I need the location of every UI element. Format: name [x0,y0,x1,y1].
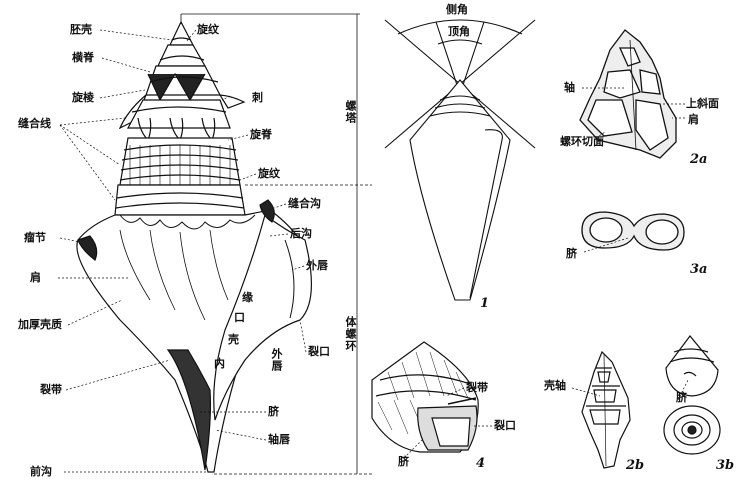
figure-3a-section [581,211,685,251]
figure-2b-shell [581,350,631,469]
label-outer-lip-upper: 外唇 [306,259,328,272]
label-axis: 轴 [564,81,575,94]
label-fasciole: 裂带 [40,383,62,396]
figure-4-shell [371,341,479,453]
label-upper-slope: 上斜面 [686,97,719,110]
label-posterior-canal: 后沟 [290,227,312,240]
label-transverse-ridge: 横脊 [72,51,94,64]
label-spire: 螺塔 [344,100,357,124]
label-spine: 刺 [252,91,263,104]
label-aperture-inner: 内 [214,357,225,370]
label-slit-4: 裂口 [494,419,516,432]
label-suture: 缝合线 [18,117,51,130]
main-shell [76,20,312,473]
figure-2b-leader [571,387,601,397]
leader-lines [58,29,307,473]
label-shoulder: 肩 [30,271,41,284]
label-umbilicus-3b: 脐 [676,391,687,404]
label-lateral-angle: 侧角 [446,3,468,16]
label-embryonic-shell: 胚壳 [70,23,92,36]
label-inner-lip: 轴唇 [268,433,290,446]
label-whorl-section: 螺环切面 [560,135,604,148]
figure-number-3a: 3a [690,262,708,277]
figure-number-1: 1 [480,296,490,311]
figure-4-leaders [403,387,492,459]
dimension-lines [180,13,372,475]
label-aperture-mouth: 口 [234,311,245,324]
label-siphonal-canal: 前沟 [30,465,52,478]
label-aperture-edge: 缘 [242,291,253,304]
label-suture-canal: 缝合沟 [288,197,321,210]
figure-2a-section [579,29,677,159]
figure-1-cone [384,19,536,301]
figure-3b-shells [663,335,721,455]
label-shell-shoulder: 肩 [688,113,699,126]
label-nodule: 瘤节 [24,231,46,244]
label-outer-lip-lower: 外唇 [270,348,283,372]
label-umbilicus-3a: 脐 [566,247,577,260]
label-columella: 壳轴 [544,379,566,392]
figure-number-3b: 3b [716,458,735,473]
label-aperture-shell: 壳 [228,333,239,346]
label-body-whorl: 体螺环 [344,316,357,352]
label-umbilicus-1: 脐 [268,405,279,418]
figure-number-2a: 2a [690,152,708,167]
label-spiral-ridge-low: 旋纹 [258,167,280,180]
figure-2a-leaders [582,87,685,139]
label-slit: 裂口 [308,345,330,358]
figure-number-2b: 2b [626,458,645,473]
label-apical-angle: 顶角 [448,25,470,38]
label-spiral-ridge-top: 旋纹 [197,23,219,36]
label-thickened-shell: 加厚壳质 [18,318,62,331]
label-spiral-ridge-mid: 旋脊 [250,128,272,141]
label-spiral-rib: 旋棱 [72,91,94,104]
label-fasciole-4: 裂带 [466,381,488,394]
figure-number-4: 4 [476,456,486,471]
label-umbilicus-4: 脐 [398,455,409,468]
